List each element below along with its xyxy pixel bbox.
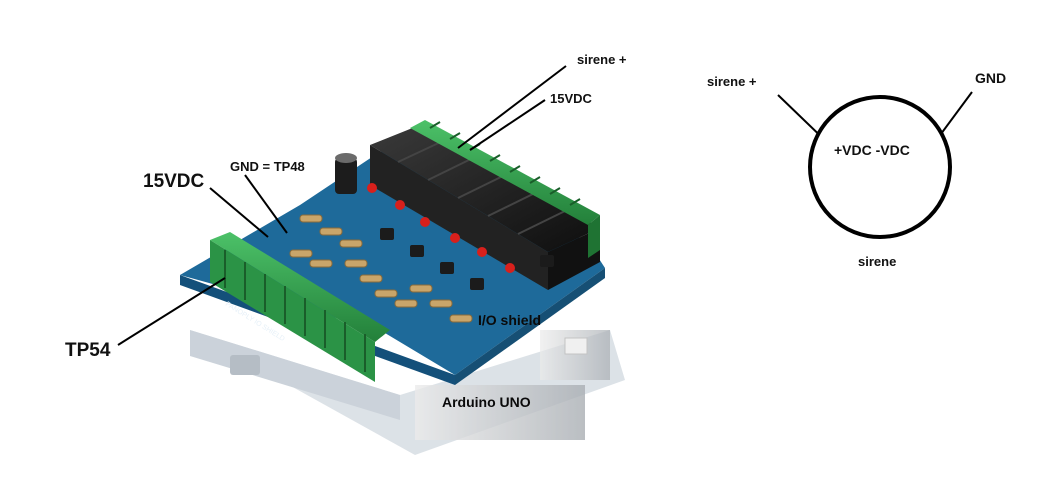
label-gnd-siren: GND: [975, 70, 1007, 86]
label-gnd-tp48: GND = TP48: [230, 159, 305, 174]
leader-sirene-plus-board: [457, 65, 567, 149]
label-arduino-uno: Arduino UNO: [442, 394, 531, 410]
label-15vdc-left: 15VDC: [143, 171, 205, 192]
arduino-chip: [230, 355, 260, 375]
label-siren-terminals: +VDC -VDC: [834, 142, 910, 158]
label-15vdc-right: 15VDC: [550, 91, 592, 106]
leader-lines: [117, 65, 973, 346]
siren-circle: [808, 95, 952, 239]
label-io-shield: I/O shield: [478, 312, 542, 328]
leader-15vdc-left: [209, 187, 269, 238]
leader-15vdc-right: [469, 99, 546, 151]
label-sirene-plus-siren: sirene +: [707, 74, 757, 89]
transistors: [380, 228, 554, 290]
label-tp54: TP54: [65, 340, 111, 361]
capacitor: [335, 153, 357, 194]
relay-block: [370, 125, 600, 290]
arduino-uno-board: [190, 330, 625, 455]
left-terminal-strip: [210, 232, 390, 382]
leds: [367, 183, 515, 273]
label-siren-name: sirene: [858, 254, 897, 269]
arduino-usb: [564, 337, 588, 355]
right-terminal-strip: [410, 120, 600, 258]
leader-tp54: [117, 277, 226, 346]
leader-gnd-tp48: [244, 174, 288, 234]
label-sirene-plus-board: sirene +: [577, 52, 627, 67]
io-shield-edge-right: [455, 268, 605, 385]
resistors: [289, 214, 473, 323]
